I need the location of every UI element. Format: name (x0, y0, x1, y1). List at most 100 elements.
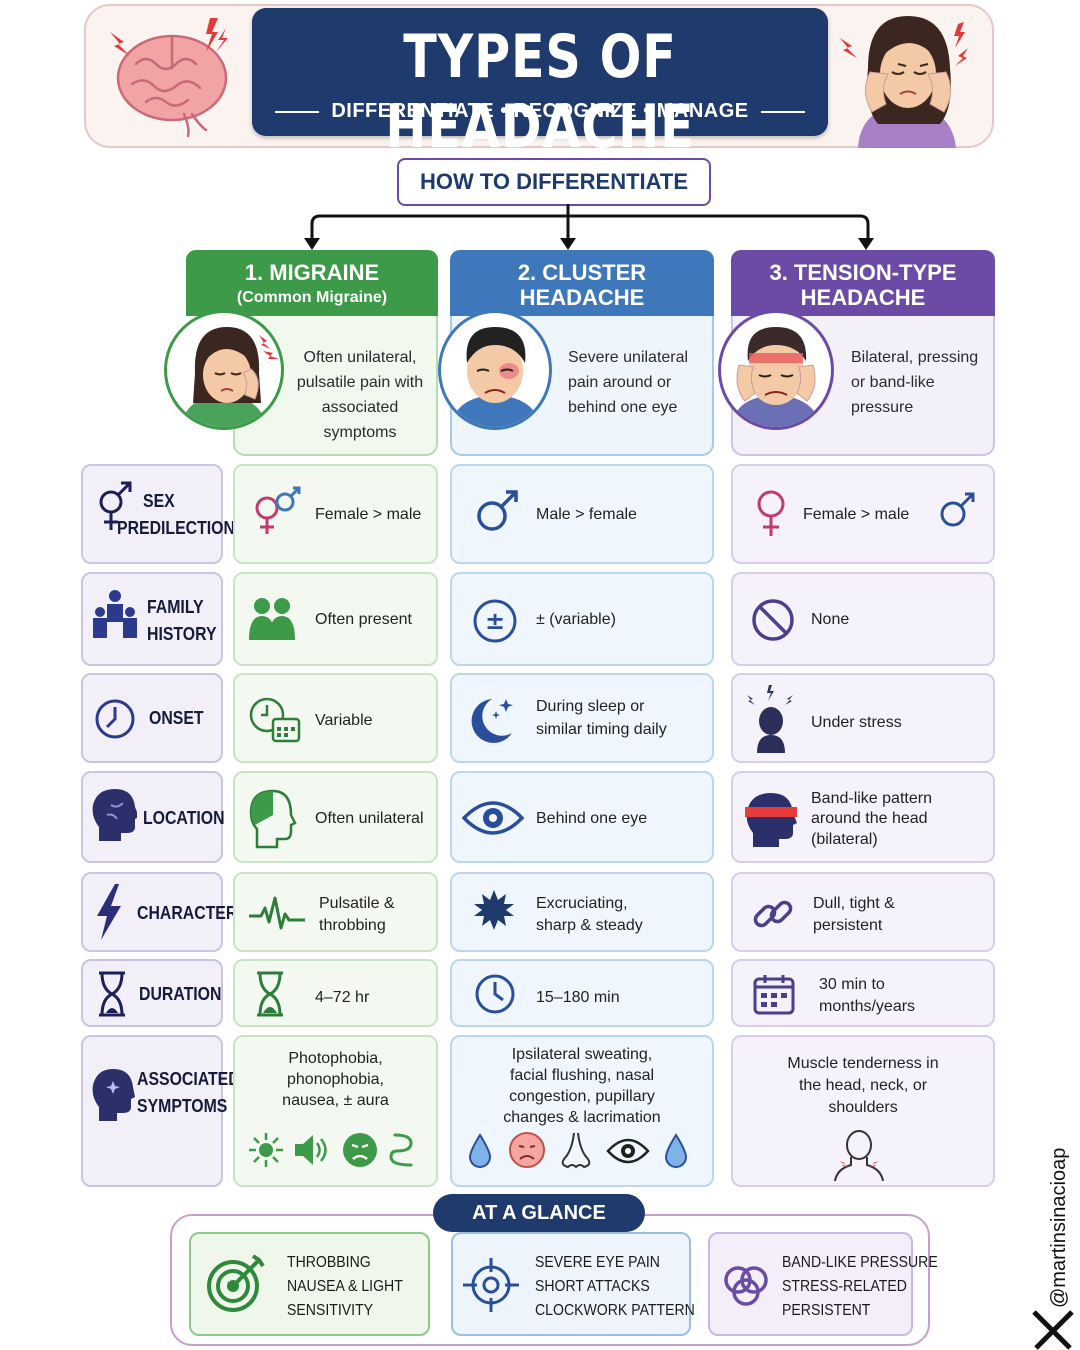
cell-text: nausea, ± aura (282, 1092, 389, 1109)
row-label-text: HISTORY (147, 624, 217, 644)
target-icon (207, 1254, 265, 1312)
cell-text: shoulders (828, 1099, 898, 1116)
eye-icon (606, 1138, 650, 1164)
tension-onset-cell: Under stress (731, 673, 995, 763)
row-label-text: PREDILECTION (117, 518, 235, 538)
tension-associated-cell: Muscle tenderness in the head, neck, or … (731, 1035, 995, 1187)
desc-line: associated symptoms (321, 399, 399, 441)
tension-description: Bilateral, pressing or band-like pressur… (851, 345, 991, 420)
cell-text: Male > female (536, 506, 637, 523)
cell-text: Under stress (811, 714, 902, 731)
row-label-onset: ONSET (81, 673, 223, 763)
migraine-description: Often unilateral, pulsatile pain with as… (284, 345, 436, 445)
tension-patient-avatar (718, 310, 834, 430)
migraine-column-header: 1. MIGRAINE (Common Migraine) (186, 250, 438, 316)
cell-text: Photophobia, (288, 1050, 383, 1067)
venus-mars-icon (255, 486, 301, 534)
clock-icon (95, 699, 135, 739)
nausea-icon (389, 1133, 413, 1167)
glance-text: THROBBING (287, 1254, 371, 1271)
calendar-icon (753, 975, 795, 1015)
row-label-text: LOCATION (143, 808, 225, 828)
tension-column-header: 3. TENSION-TYPE HEADACHE (731, 250, 995, 316)
cell-text: facial flushing, nasal (509, 1067, 655, 1084)
glance-text: NAUSEA & LIGHT (287, 1278, 403, 1295)
mars-icon (477, 490, 518, 531)
cluster-column-header: 2. CLUSTER HEADACHE (450, 250, 714, 316)
mars-icon (940, 492, 975, 527)
cell-text: persistent (813, 917, 883, 934)
author-credit: @martinsinacioap (1046, 1120, 1076, 1320)
tension-sex-cell: Female > male (731, 464, 995, 564)
associated-text: Ipsilateral sweating, facial flushing, n… (452, 1044, 712, 1128)
no-icon (752, 599, 794, 641)
tension-character-cell: Dull, tight & persistent (731, 872, 995, 952)
brain-icon (110, 18, 228, 138)
row-label-character: CHARACTER (81, 872, 237, 952)
differentiate-label: HOW TO DIFFERENTIATE (397, 158, 711, 206)
desc-line: or band-like (851, 374, 935, 391)
row-label-text: SEX (143, 491, 175, 511)
mind-icon (92, 1069, 135, 1121)
nose-icon (561, 1132, 591, 1169)
row-label-family: FAMILY HISTORY (81, 572, 223, 666)
cell-text: throbbing (319, 917, 386, 934)
chain-icon (753, 900, 793, 928)
cell-text: the head, neck, or (798, 1077, 928, 1094)
migraine-family-cell: Often present (233, 572, 438, 666)
plus-minus-icon: ± (473, 599, 517, 643)
author-handle: @martinsinacioap (1048, 1147, 1070, 1308)
cluster-patient-avatar (438, 310, 552, 430)
desc-line: behind one eye (568, 399, 678, 416)
cell-text: 30 min to (819, 976, 885, 993)
cell-text: changes & lacrimation (503, 1109, 661, 1126)
hourglass-icon (257, 971, 283, 1017)
x-logo-icon (1032, 1310, 1074, 1350)
sun-icon (249, 1133, 283, 1167)
desc-line: Bilateral, pressing (851, 349, 979, 366)
cluster-duration-cell: 15–180 min (450, 959, 714, 1027)
clock-icon (475, 974, 515, 1014)
drop-icon (468, 1133, 492, 1168)
row-label-associated: ASSOCIATED SYMPTOMS (81, 1035, 240, 1187)
row-label-text: ASSOCIATED (137, 1069, 240, 1089)
cell-text: During sleep or (536, 698, 645, 715)
subtitle-text: DIFFERENTIATE • RECOGNIZE • MANAGE (331, 100, 749, 122)
row-label-text: ONSET (149, 708, 204, 728)
page-title: TYPES OF HEADACHE (385, 22, 695, 162)
connector-arrows (304, 204, 874, 250)
cluster-onset-cell: During sleep or similar timing daily (450, 673, 714, 763)
glance-migraine-box: THROBBING NAUSEA & LIGHT SENSITIVITY (189, 1232, 430, 1336)
cell-text: None (811, 611, 850, 628)
cell-text: Muscle tenderness in (787, 1055, 939, 1072)
cluster-location-cell: Behind one eye (450, 771, 714, 863)
tension-location-cell: Band-like pattern around the head (bilat… (731, 771, 995, 863)
cell-text: Behind one eye (536, 810, 648, 827)
tension-title-line2: HEADACHE (800, 285, 926, 310)
row-label-sex: SEX PREDILECTION (81, 464, 235, 564)
row-label-location: LOCATION (81, 771, 225, 863)
cell-text: Pulsatile & (319, 895, 395, 912)
cluster-title: 2. CLUSTER (517, 260, 647, 285)
stress-icon (747, 685, 793, 753)
burst-icon (474, 890, 514, 930)
associated-text: Photophobia, phonophobia, nausea, ± aura (235, 1048, 436, 1111)
cluster-description: Severe unilateral pain around or behind … (568, 345, 708, 420)
migraine-patient-avatar (164, 310, 284, 430)
gender-icon (99, 481, 132, 530)
svg-text:±: ± (485, 607, 505, 635)
calendar-clock-icon (249, 697, 301, 743)
glance-cluster-box: SEVERE EYE PAIN SHORT ATTACKS CLOCKWORK … (451, 1232, 695, 1336)
cell-text: Variable (315, 712, 373, 729)
cell-text: 4–72 hr (315, 989, 370, 1006)
tension-duration-cell: 30 min to months/years (731, 959, 995, 1027)
desc-line: Often unilateral, (303, 349, 417, 366)
pulse-icon (249, 896, 305, 930)
migraine-associated-cell: Photophobia, phonophobia, nausea, ± aura (233, 1035, 438, 1187)
speaker-icon (295, 1135, 327, 1165)
glance-text: BAND-LIKE PRESSURE (782, 1254, 938, 1271)
band-head-icon (745, 793, 797, 847)
glance-text: CLOCKWORK PATTERN (535, 1302, 695, 1319)
cell-text: phonophobia, (287, 1071, 384, 1088)
migraine-sex-cell: Female > male (233, 464, 438, 564)
